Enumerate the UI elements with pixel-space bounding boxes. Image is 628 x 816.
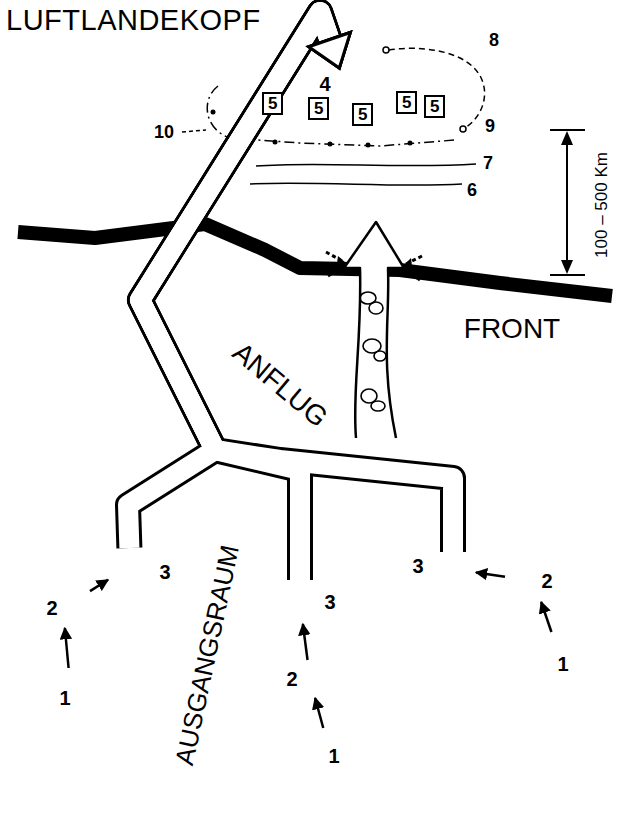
callout-number: 2 [541, 571, 552, 591]
front-line [18, 224, 612, 296]
callout-number: 3 [412, 556, 423, 576]
unit-box: 5 [352, 103, 373, 126]
line-6 [250, 183, 462, 185]
breakthrough-arrow [344, 222, 404, 438]
callout-number: 3 [324, 592, 335, 612]
quarters-area: 1 [35, 668, 107, 720]
airfield-block-outline [280, 580, 320, 624]
callout-number: 2 [286, 669, 297, 689]
assembly-area-outline [36, 588, 90, 628]
movement-arrow [315, 698, 323, 728]
corridor-arrowhead [309, 32, 351, 68]
movement-arrow [90, 580, 108, 591]
quarters-area: 1 [290, 728, 370, 778]
corridor-fill [140, 12, 331, 580]
unit-box: 5 [308, 97, 329, 120]
movement-arrow [303, 624, 308, 660]
callout-number: 1 [59, 688, 70, 708]
unit-number: 5 [430, 98, 439, 115]
assembly-area: 2 [272, 660, 348, 698]
unit-number: 5 [358, 106, 367, 123]
callout-number: 2 [46, 598, 57, 618]
line-8 [389, 48, 485, 127]
airfield-block-outline [108, 548, 152, 584]
airfield-block: 3 [108, 548, 152, 584]
airfield-block: 3 [430, 552, 476, 586]
flight-corridor [140, 12, 331, 580]
assembly-area: 2 [36, 588, 90, 628]
callout-number: 8 [489, 31, 499, 49]
unit-box: 5 [424, 95, 445, 118]
dimension-label: 100 – 500 Km [593, 152, 610, 258]
airfield-block-outline [430, 552, 476, 586]
unit-box: 5 [396, 91, 417, 114]
callout-number: 3 [159, 562, 170, 582]
unit-number: 5 [268, 95, 277, 112]
quarters-area-outline [35, 668, 107, 720]
movement-arrow [541, 602, 551, 632]
callout-number: 6 [467, 181, 477, 199]
unit-number: 5 [402, 94, 411, 111]
movement-arrow [476, 572, 505, 576]
clash-arrowheads [337, 256, 412, 276]
callout-number: 7 [483, 154, 493, 172]
movement-arrow [65, 628, 69, 668]
unit-box: 5 [262, 92, 283, 115]
unit-number: 5 [314, 100, 323, 117]
assembly-area: 2 [505, 560, 563, 602]
airfield-block: 3 [280, 580, 320, 624]
staging-area: AUSGANGSRAUM333222111 [12, 465, 624, 807]
callout-number: 9 [485, 117, 495, 135]
staging-area-outline [12, 465, 624, 807]
front-label: FRONT [464, 315, 560, 343]
callout-number: 1 [328, 746, 339, 766]
corridor-arrowhead [309, 32, 351, 68]
diagram-title: LUFTLANDEKOPF [6, 6, 261, 35]
cloud-symbols [360, 292, 386, 411]
clash-marks [326, 252, 422, 280]
callout-number: 10 [154, 123, 174, 141]
callout-number: 1 [557, 654, 568, 674]
quarters-area: 1 [525, 632, 597, 688]
corridor-arrowhead [309, 32, 351, 68]
corridor-fill [140, 12, 453, 552]
leader-10 [182, 130, 206, 132]
area-name: AUSGANGSRAUM [171, 543, 243, 767]
distance-dimension [550, 130, 585, 275]
callout-number: 4 [319, 74, 330, 94]
assembly-area-outline [272, 660, 348, 698]
approach-label: ANFLUG [227, 338, 332, 432]
airhead-area: 4 5 5 5 5 5 [233, 68, 467, 130]
assembly-area-outline [505, 560, 563, 602]
line-7 [256, 164, 476, 166]
